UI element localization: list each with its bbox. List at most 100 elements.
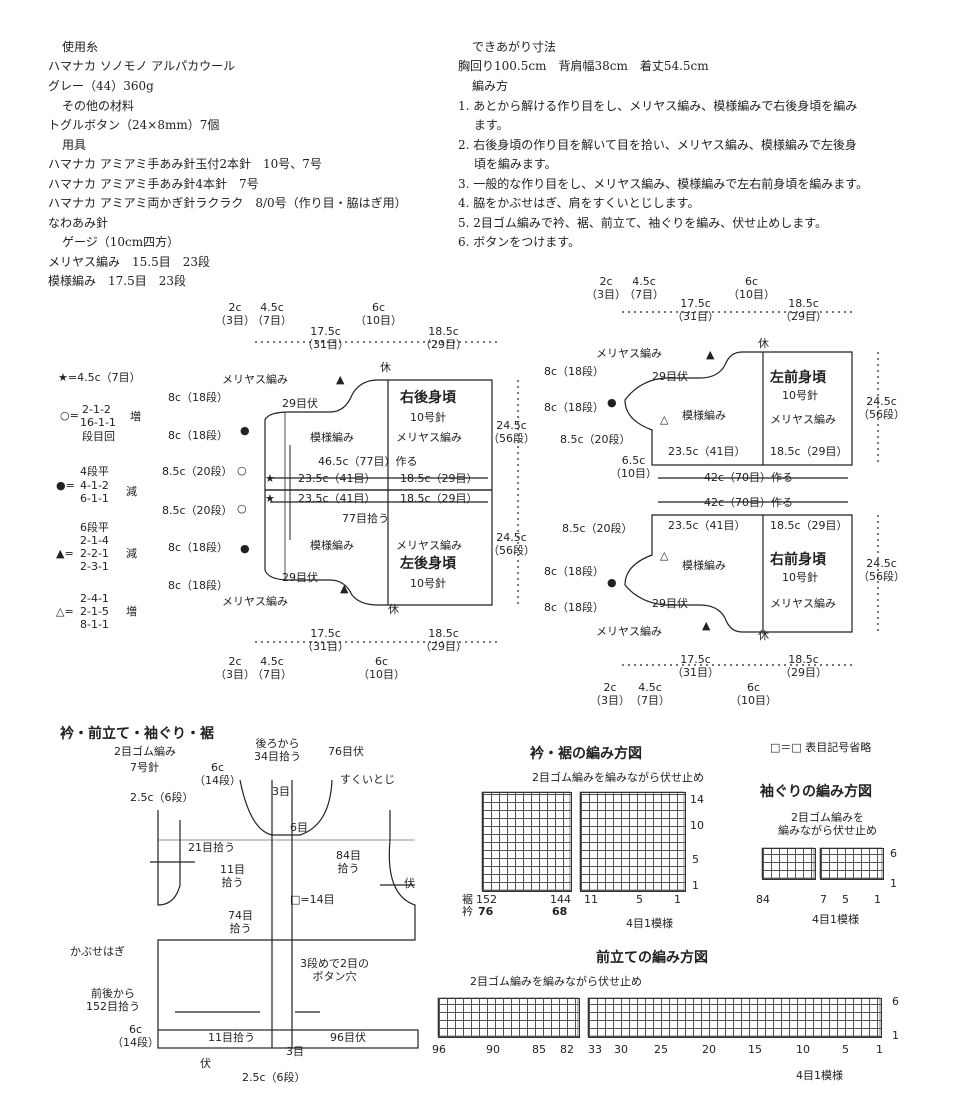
armhole-chart-grid-right	[820, 848, 884, 880]
col-number: 85	[532, 1043, 546, 1056]
width-label: 18.5c（29目）	[770, 445, 848, 458]
row-number: 14	[690, 793, 704, 806]
width-label: 23.5c（41目）	[298, 472, 376, 485]
dim-175c: 17.5c（31目）	[672, 653, 719, 679]
col-number: 7	[820, 893, 827, 906]
open-triangle-icon: △=	[56, 605, 74, 618]
hem-label: 裾	[462, 893, 473, 906]
col-number: 90	[486, 1043, 500, 1056]
method-heading: 編み方	[472, 79, 509, 93]
row-number: 1	[890, 877, 897, 890]
col-number: 30	[614, 1043, 628, 1056]
band-title: 衿・前立て・袖ぐり・裾	[60, 726, 214, 742]
right-front-outline	[624, 514, 853, 633]
bindoff-label: 29目伏	[282, 397, 318, 410]
row-label: 8c（18段）	[544, 565, 605, 578]
circle-icon: ○	[237, 464, 247, 477]
symbol-legend: □＝□ 表目記号省略	[770, 741, 872, 754]
dim-6c: 6c（10目）	[730, 681, 777, 707]
rest-label: 休	[758, 337, 769, 350]
col-number: 82	[560, 1043, 574, 1056]
placket-chart-grid-left	[438, 998, 580, 1038]
step-line: ます。	[458, 118, 509, 132]
width-label: 23.5c（41目）	[668, 445, 746, 458]
rest-label: 休	[380, 361, 391, 374]
other-heading: その他の材料	[62, 99, 135, 113]
finished-heading: できあがり寸法	[472, 40, 557, 54]
height-left-back: 24.5c（56段）	[488, 531, 535, 557]
placket-chart-grid-right	[588, 998, 882, 1038]
dot-icon: ●	[607, 576, 617, 589]
legend-circle-b: 16-1-1	[80, 416, 116, 429]
legend-circle-a: 2-1-2	[82, 403, 111, 416]
dim-45c: 4.5c（7目）	[630, 681, 670, 707]
yarn-color: グレー（44）360g	[48, 79, 154, 93]
dim-6c: 6c（10目）	[355, 301, 402, 327]
bindoff-label: 76目伏	[328, 745, 364, 758]
band-depth: 2.5c（6段）	[130, 791, 194, 804]
dim-175c: 17.5c（31目）	[302, 627, 349, 653]
star-icon: ★	[265, 472, 275, 485]
row-label: 8c（18段）	[544, 401, 605, 414]
dim-2c: 2c（3目）	[586, 275, 626, 301]
dim-45c: 4.5c（7目）	[624, 275, 664, 301]
tools-heading: 用具	[62, 138, 87, 152]
col-number: 68	[552, 905, 568, 918]
step-line: 3. 一般的な作り目をし、メリヤス編み、模様編みで左右前身頃を編みます。	[458, 177, 869, 191]
dim-2c: 2c（3目）	[215, 301, 255, 327]
height-left-front: 24.5c（56段）	[858, 395, 905, 421]
width-label: 18.5c（29目）	[770, 519, 848, 532]
cast-on-label: 46.5c（77目）作る	[318, 455, 418, 468]
col-number: 10	[796, 1043, 810, 1056]
col-number: 5	[636, 893, 643, 906]
pattern-label: 模様編み	[310, 539, 354, 552]
collar-chart-title: 衿・裾の編み方図	[530, 746, 642, 762]
armhole-chart-title: 袖ぐりの編み方図	[760, 784, 872, 800]
tool-1: ハマナカ アミアミ手あみ針玉付2本針 10号、7号	[48, 157, 322, 171]
step-line: 5. 2目ゴム編みで衿、裾、前立て、袖ぐりを編み、伏せ止めします。	[458, 216, 828, 230]
triangle-icon: ▲=	[56, 547, 74, 560]
stitch-count: 3目	[286, 1045, 304, 1058]
right-back-outline	[264, 379, 493, 491]
dot-icon: ●=	[56, 479, 75, 492]
left-back-outline	[264, 489, 493, 606]
collar-chart-grid-left	[482, 792, 572, 892]
legend-star: ★=4.5c（7目）	[58, 371, 141, 384]
legend-tri-b: 2-1-4	[80, 534, 109, 547]
dim-185c: 18.5c（29目）	[420, 627, 467, 653]
open-triangle-icon: △	[660, 549, 669, 562]
legend-dot-b: 4-1-2	[80, 479, 109, 492]
triangle-icon: ▲	[702, 619, 711, 632]
legend-dec: 減	[126, 547, 137, 560]
stockinette-label: メリヤス編み	[770, 597, 836, 610]
bindoff-label: 29目伏	[652, 370, 688, 383]
repeat-label: 4目1模様	[812, 913, 859, 926]
circle-icon: ○	[237, 502, 247, 515]
stockinette-label: メリヤス編み	[222, 373, 288, 386]
row-label: 8c（18段）	[544, 365, 605, 378]
dim-2c: 2c（3目）	[215, 655, 255, 681]
gauge-1: メリヤス編み 15.5目 23段	[48, 255, 210, 269]
row-label: 8c（18段）	[168, 579, 229, 592]
row-number: 1	[892, 1029, 899, 1042]
dim-45c: 4.5c（7目）	[252, 655, 292, 681]
chart-note: 2目ゴム編みを編みながら伏せ止め	[470, 975, 642, 988]
rest-label: 休	[758, 629, 769, 642]
hem-depth: 6c（14段）	[112, 1023, 159, 1049]
dim-45c: 4.5c（7目）	[252, 301, 292, 327]
buttonhole-label: 3段めで2目のボタン穴	[300, 957, 369, 983]
bindoff-label: 伏	[404, 877, 415, 890]
open-triangle-icon: △	[660, 413, 669, 426]
row-label: 8c（18段）	[168, 429, 229, 442]
legend-otri-a: 2-4-1	[80, 592, 109, 605]
row-number: 5	[692, 853, 699, 866]
bindoff-label: 29目伏	[652, 597, 688, 610]
star-icon: ★	[265, 492, 275, 505]
pickup-label: 11目拾う	[220, 863, 245, 889]
legend-otri-b: 2-1-5	[80, 605, 109, 618]
circle-icon: ○=	[60, 409, 79, 422]
seam-label: すくいとじ	[340, 773, 395, 786]
col-number: 5	[842, 1043, 849, 1056]
cast-on-label: 42c（70目）作る	[704, 496, 794, 509]
